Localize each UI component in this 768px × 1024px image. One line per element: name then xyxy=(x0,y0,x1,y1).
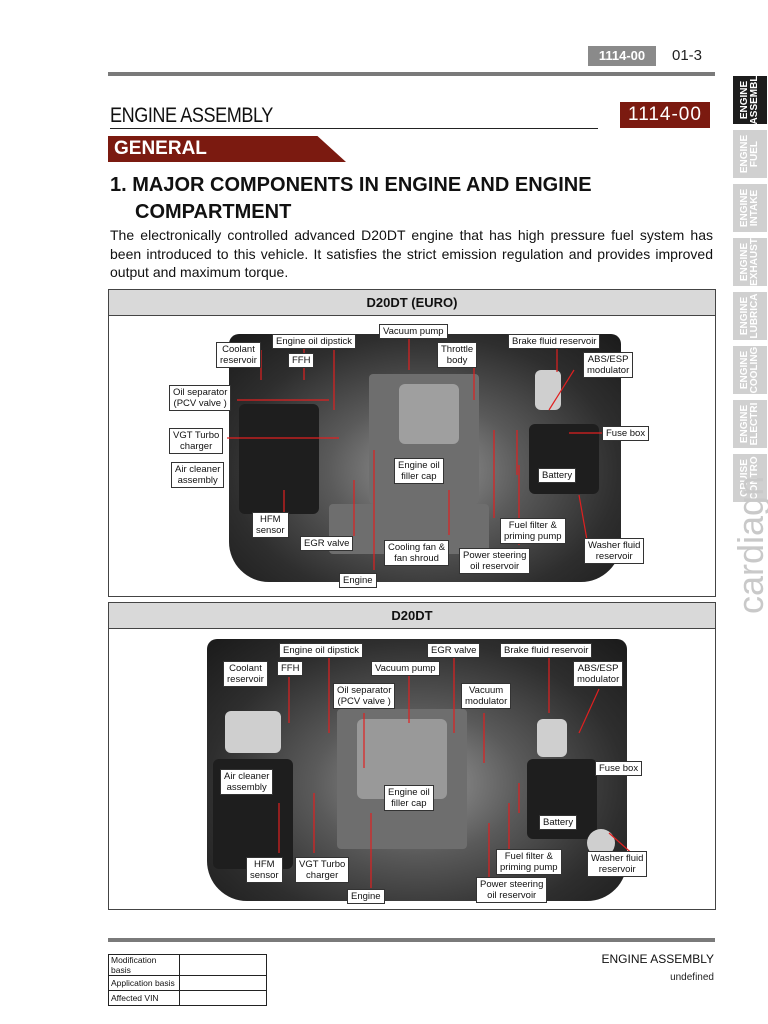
label-oil-separator: Oil separator(PCV valve ) xyxy=(169,385,232,411)
label-ffh: FFH xyxy=(288,353,315,368)
table-cell-value xyxy=(179,990,267,1006)
table-cell-key: Affected VIN xyxy=(108,990,180,1006)
engine-photo-euro xyxy=(229,334,621,582)
general-banner: GENERAL xyxy=(108,136,346,162)
table-cell-key: Modification basis xyxy=(108,954,180,976)
bottom-divider xyxy=(108,938,715,942)
top-divider xyxy=(108,72,715,76)
modification-table: Modification basis Application basis Aff… xyxy=(108,954,267,1006)
general-label: GENERAL xyxy=(114,138,207,159)
label-brake-fluid-reservoir: Brake fluid reservoir xyxy=(508,334,601,349)
table-cell-value xyxy=(179,975,267,991)
table-cell-value xyxy=(179,954,267,976)
label-engine-oil-dipstick: Engine oil dipstick xyxy=(272,334,357,349)
section-title-underline xyxy=(110,128,598,129)
intro-paragraph: The electronically controlled advanced D… xyxy=(110,227,713,280)
label-vacuum-pump: Vacuum pump xyxy=(371,661,440,676)
label-engine: Engine xyxy=(347,889,385,904)
heading-line2: COMPARTMENT xyxy=(135,201,292,223)
figure-title: D20DT xyxy=(109,603,715,629)
page-number: 01-3 xyxy=(672,47,703,64)
major-components-heading: 1. MAJOR COMPONENTS IN ENGINE AND ENGINE… xyxy=(110,172,670,226)
label-oil-separator: Oil separator(PCV valve ) xyxy=(333,683,396,709)
table-cell-key: Application basis xyxy=(108,975,180,991)
footer-subtitle: undefined xyxy=(670,972,714,983)
label-egr-valve: EGR valve xyxy=(300,536,354,551)
section-title: ENGINE ASSEMBLY xyxy=(110,104,273,127)
page-code-badge: 1114-00 xyxy=(588,46,656,66)
table-row: Modification basis xyxy=(108,954,267,976)
footer-title: ENGINE ASSEMBLY xyxy=(601,952,714,966)
label-battery: Battery xyxy=(538,468,577,483)
heading-line1: 1. MAJOR COMPONENTS IN ENGINE AND ENGINE xyxy=(110,174,592,196)
label-ffh: FFH xyxy=(277,661,304,676)
label-fuel-filter-priming-pump: Fuel filter &priming pump xyxy=(500,518,566,544)
figure-title: D20DT (EURO) xyxy=(109,290,715,316)
section-code-box: 1114-00 xyxy=(620,102,710,128)
label-brake-fluid-reservoir: Brake fluid reservoir xyxy=(500,643,593,658)
watermark: cardiagn xyxy=(730,475,768,614)
label-cooling-fan-shroud: Cooling fan &fan shroud xyxy=(384,540,450,566)
table-row: Application basis xyxy=(108,975,267,991)
table-row: Affected VIN xyxy=(108,990,267,1006)
label-vacuum-pump: Vacuum pump xyxy=(379,324,448,339)
label-engine-oil-dipstick: Engine oil dipstick xyxy=(279,643,364,658)
label-egr-valve: EGR valve xyxy=(427,643,481,658)
label-fuel-filter-priming-pump: Fuel filter &priming pump xyxy=(496,849,562,875)
label-battery: Battery xyxy=(539,815,578,830)
label-engine: Engine xyxy=(339,573,377,588)
figure-d20dt: D20DT Engine oil dipstick EGR valve Brak… xyxy=(108,602,716,910)
leader-lines xyxy=(278,655,638,888)
label-fuse-box: Fuse box xyxy=(602,426,650,441)
label-fuse-box: Fuse box xyxy=(595,761,643,776)
